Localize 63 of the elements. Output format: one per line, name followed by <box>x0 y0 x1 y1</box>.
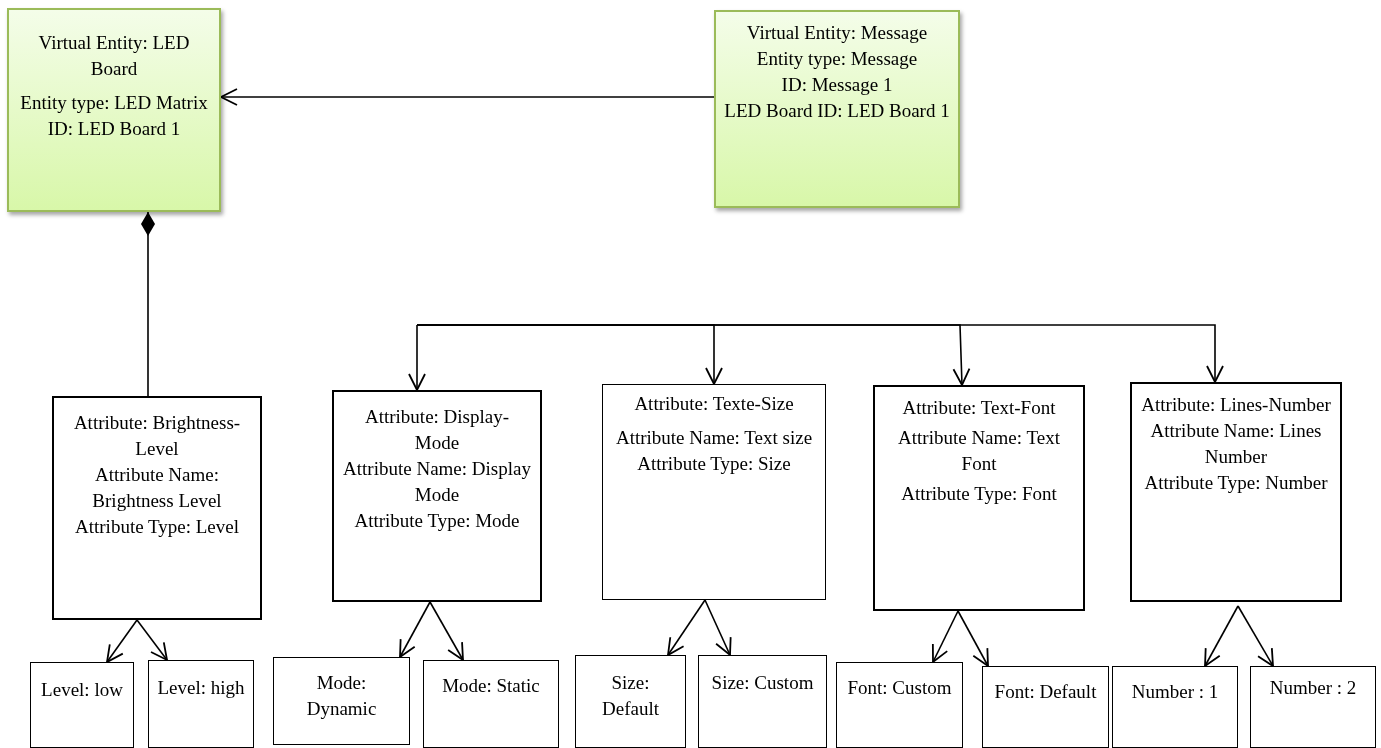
box-text: ID: Message 1 <box>781 73 893 97</box>
value-box <box>148 660 254 748</box>
arrow <box>416 324 1224 383</box>
value-box <box>30 662 134 748</box>
box-text: Level: high <box>157 676 245 700</box>
box-text: LED Board ID: LED Board 1 <box>724 99 950 123</box>
value-box <box>698 655 827 748</box>
attribute-box <box>52 396 262 620</box>
arrow <box>931 610 959 663</box>
box-text: Attribute Name: Lines Number <box>1149 419 1323 469</box>
composition-line <box>141 211 155 397</box>
arrow <box>957 610 989 667</box>
arrow <box>106 619 138 663</box>
value-box <box>836 662 963 748</box>
box-text: Attribute Name: Text size <box>615 426 813 450</box>
box-text: Attribute: Brightness-Level <box>72 411 242 461</box>
box-text: Size: Custom <box>711 671 814 695</box>
arrow <box>1204 605 1239 667</box>
box-text: Attribute: Text-Font <box>902 396 1056 420</box>
box-text: Attribute Type: Number <box>1144 471 1328 495</box>
box-text: Virtual Entity: LED Board <box>37 31 191 81</box>
arrow <box>429 601 464 661</box>
box-text: ID: LED Board 1 <box>47 117 181 141</box>
attribute-box <box>1130 382 1342 602</box>
box-text: Attribute Type: Level <box>75 515 239 539</box>
value-box <box>575 655 686 748</box>
box-text: Entity type: Message <box>756 47 918 71</box>
box-text: Entity type: LED Matrix <box>20 91 208 115</box>
arrow <box>220 88 715 106</box>
attribute-box <box>332 390 542 602</box>
arrow <box>667 599 706 656</box>
box-text: Attribute Type: Mode <box>354 509 520 533</box>
box-text: Attribute: Lines-Number <box>1141 393 1331 417</box>
arrow <box>1237 605 1274 667</box>
box-text: Attribute Name: Display Mode <box>342 457 532 507</box>
box-text: Mode: Dynamic <box>305 671 378 721</box>
box-text: Attribute Type: Font <box>901 482 1057 506</box>
box-text: Level: low <box>41 678 123 702</box>
value-box <box>423 660 559 748</box>
arrow <box>136 619 168 661</box>
value-box <box>1250 666 1376 748</box>
box-text: Attribute: Texte-Size <box>634 392 794 416</box>
box-text: Virtual Entity: Message <box>746 21 928 45</box>
attribute-box <box>602 384 826 600</box>
arrow <box>704 599 732 656</box>
value-box <box>1112 666 1238 748</box>
attribute-box <box>873 385 1085 611</box>
entity-box <box>714 10 960 208</box>
box-text: Number : 2 <box>1269 676 1357 700</box>
arrow <box>408 324 426 391</box>
box-text: Attribute Name: Text Font <box>897 426 1061 476</box>
arrow <box>399 601 431 658</box>
box-text: Mode: Static <box>442 674 540 698</box>
box-text: Attribute Type: Size <box>637 452 791 476</box>
box-text: Attribute Name: Brightness Level <box>91 463 223 513</box>
entity-box <box>7 8 221 212</box>
box-text: Attribute: Display- Mode <box>363 405 511 455</box>
box-text: Size: Default <box>601 671 660 721</box>
value-box <box>273 657 410 745</box>
box-text: Number : 1 <box>1131 680 1219 704</box>
value-box <box>982 666 1109 748</box>
box-text: Font: Default <box>994 680 1097 704</box>
box-text: Font: Custom <box>847 676 952 700</box>
